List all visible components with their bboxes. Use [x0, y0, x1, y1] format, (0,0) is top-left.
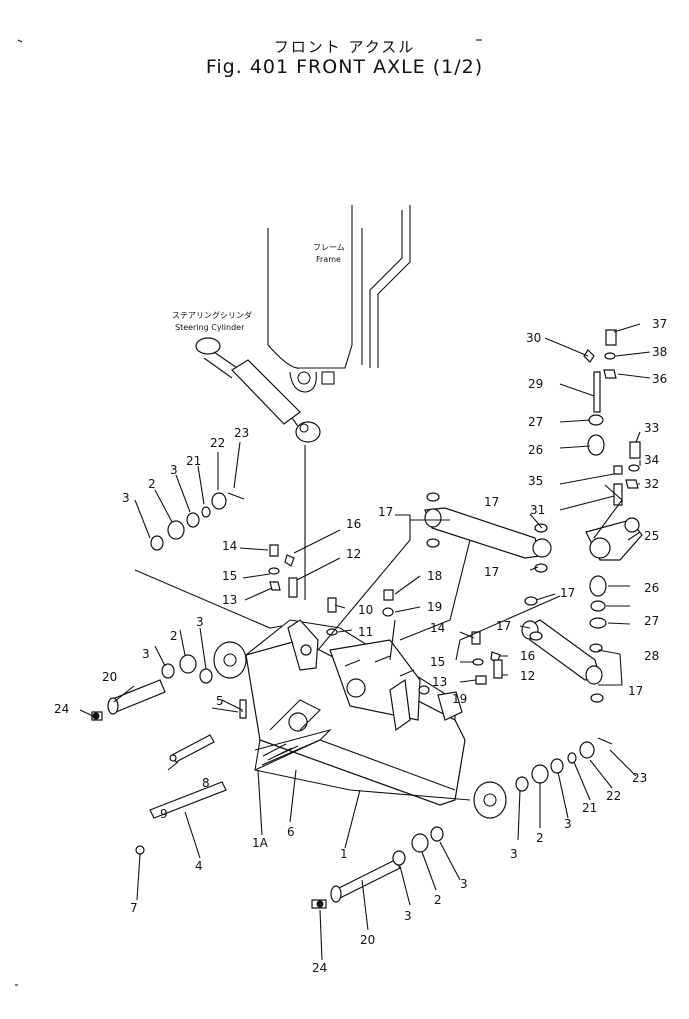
- callout-2: 2: [434, 893, 442, 907]
- callout-23: 23: [234, 426, 249, 440]
- front-axle-beam-drawing: [213, 619, 507, 819]
- callout-numbers: 1 1A 2 2 2 2 3 3 3 3 3 3 3 3 3 4 5 6 7 8…: [54, 317, 667, 975]
- callout-17: 17: [484, 495, 499, 509]
- callout-35: 35: [528, 474, 543, 488]
- frame-drawing: [267, 205, 411, 393]
- scan-mark: [17, 39, 23, 43]
- callout-11: 11: [358, 625, 373, 639]
- figure-title-japanese: フロント アクスル: [273, 38, 416, 56]
- callout-2: 2: [536, 831, 544, 845]
- callout-3: 3: [460, 877, 468, 891]
- leader-lines: [79, 323, 651, 961]
- callout-6: 6: [287, 825, 295, 839]
- callout-14: 14: [430, 621, 445, 635]
- callout-33: 33: [644, 421, 659, 435]
- callout-3: 3: [564, 817, 572, 831]
- callout-17: 17: [378, 505, 393, 519]
- callout-13: 13: [432, 675, 447, 689]
- callout-14: 14: [222, 539, 237, 553]
- callout-8: 8: [202, 776, 210, 790]
- pin-assembly-left-drawing: [91, 654, 247, 855]
- callout-12: 12: [346, 547, 361, 561]
- callout-19: 19: [452, 692, 467, 706]
- callout-22: 22: [606, 789, 621, 803]
- callout-3: 3: [142, 647, 150, 661]
- callout-10: 10: [358, 603, 373, 617]
- callout-32: 32: [644, 477, 659, 491]
- callout-4: 4: [195, 859, 203, 873]
- callout-23: 23: [632, 771, 647, 785]
- callout-26: 26: [644, 581, 659, 595]
- right-pin-stack-drawing: [515, 737, 613, 792]
- callout-13: 13: [222, 593, 237, 607]
- callout-18: 18: [427, 569, 442, 583]
- frame-label: Frame: [316, 255, 341, 264]
- figure-title: Fig. 401 FRONT AXLE (1/2): [205, 56, 484, 78]
- callout-17: 17: [560, 586, 575, 600]
- callout-37: 37: [652, 317, 667, 331]
- callout-38: 38: [652, 345, 667, 359]
- cylinder-label: Steering Cylinder: [175, 323, 245, 332]
- callout-25: 25: [644, 529, 659, 543]
- callout-9: 9: [160, 807, 168, 821]
- callout-20: 20: [102, 670, 117, 684]
- tie-rod-lower-drawing: [521, 596, 604, 703]
- callout-29: 29: [528, 377, 543, 391]
- callout-24: 24: [54, 702, 69, 716]
- callout-3: 3: [510, 847, 518, 861]
- callout-36: 36: [652, 372, 667, 386]
- callout-27: 27: [644, 614, 659, 628]
- callout-28: 28: [644, 649, 659, 663]
- tie-rod-upper-drawing: [424, 492, 552, 573]
- callout-27: 27: [528, 415, 543, 429]
- callout-3: 3: [122, 491, 130, 505]
- callout-30: 30: [526, 331, 541, 345]
- callout-16: 16: [346, 517, 361, 531]
- callout-15: 15: [430, 655, 445, 669]
- top-left-pin-stack-drawing: [150, 492, 245, 551]
- frame-label-japanese: フレーム: [313, 243, 345, 252]
- steering-arm-drawing: [583, 329, 643, 629]
- callout-20: 20: [360, 933, 375, 947]
- callout-21: 21: [186, 454, 201, 468]
- pin-assembly-bottom-drawing: [311, 826, 444, 909]
- callout-3: 3: [196, 615, 204, 629]
- callout-17: 17: [496, 619, 511, 633]
- callout-5: 5: [216, 694, 224, 708]
- bolts-and-fittings-drawing: [268, 544, 503, 695]
- callout-16: 16: [520, 649, 535, 663]
- callout-3: 3: [404, 909, 412, 923]
- callout-1a: 1A: [252, 836, 269, 850]
- callout-22: 22: [210, 436, 225, 450]
- callout-12: 12: [520, 669, 535, 683]
- callout-17: 17: [484, 565, 499, 579]
- callout-17: 17: [628, 684, 643, 698]
- callout-21: 21: [582, 801, 597, 815]
- cylinder-label-japanese: ステアリングシリンダ: [172, 310, 252, 320]
- callout-19: 19: [427, 600, 442, 614]
- steering-cylinder-drawing: [195, 337, 321, 600]
- callout-31: 31: [530, 503, 545, 517]
- callout-1: 1: [340, 847, 348, 861]
- callout-34: 34: [644, 453, 659, 467]
- callout-2: 2: [148, 477, 156, 491]
- callout-2: 2: [170, 629, 178, 643]
- callout-24: 24: [312, 961, 327, 975]
- callout-7: 7: [130, 901, 138, 915]
- callout-15: 15: [222, 569, 237, 583]
- callout-26: 26: [528, 443, 543, 457]
- callout-3: 3: [170, 463, 178, 477]
